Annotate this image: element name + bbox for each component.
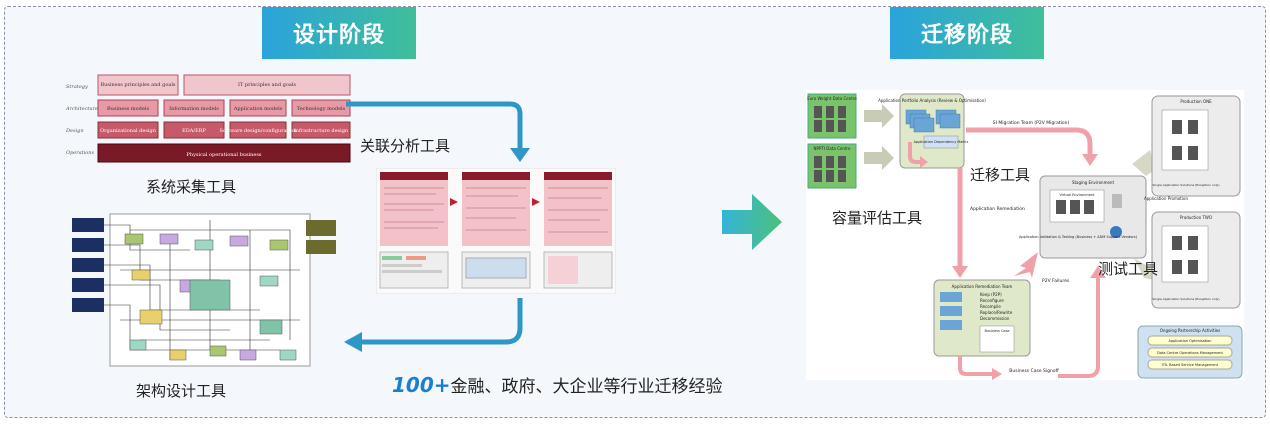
ongoing-item-2: ITIL Based Service Management (1162, 363, 1219, 367)
staging-label: Staging Environment (1072, 180, 1115, 185)
arch-node-5 (72, 298, 104, 312)
experience-text: 金融、政府、大企业等行业迁移经验 (450, 377, 723, 397)
arch-node-4 (72, 278, 104, 292)
ongoing-item-0: Application Optimisation (1168, 339, 1211, 343)
layer-label-operations: Operations (66, 150, 94, 156)
prod-one-label: Production ONE (1180, 99, 1212, 104)
migration-diagram: Euro Weight Data Centre NPPTI Data Centr… (806, 90, 1244, 380)
arch-box-2 (163, 99, 225, 117)
arch-box-3-label: Application models (233, 106, 283, 112)
correlation-panels (376, 168, 616, 294)
virtual-label: Virtual Environment (1060, 193, 1096, 197)
rem-option-1: Reconfigure (980, 298, 1004, 303)
flow-arrow-bottom (344, 298, 523, 352)
business-case-label: Business Case (984, 329, 1009, 333)
arch-box-2-label: Information models (169, 106, 219, 112)
si-label: SI Migration Team (P2V Migration) (993, 120, 1070, 126)
arch-node-1 (72, 218, 104, 232)
rem-option-2: Recompile (980, 304, 1001, 309)
layer-label-architecture: Architecture (65, 106, 98, 112)
layer-label-strategy: Strategy (66, 84, 88, 90)
migration-phase-tag: 迁移阶段 (890, 7, 1044, 59)
architecture-diagram (72, 213, 336, 367)
architecture-design-label: 架构设计工具 (136, 382, 227, 400)
test-tool-label: 测试工具 (1098, 260, 1159, 278)
strategy-box-2 (183, 74, 351, 96)
arch-box-1 (97, 99, 159, 117)
design-box-4 (291, 121, 351, 139)
design-box-4-label: Infrastructure design (294, 128, 349, 134)
user-icon (1110, 226, 1122, 238)
design-box-1-label: Organizational design (100, 128, 157, 134)
promotion-label: Application Promotion (1144, 196, 1188, 201)
big-transition-arrow (722, 194, 782, 250)
ops-box (97, 143, 351, 163)
remediation-label: Application Remediation (970, 206, 1025, 212)
dc2-label: NPPTI Data Centre (814, 146, 851, 151)
arch-node-3 (72, 258, 104, 272)
experience-number: 100+ (392, 373, 451, 397)
design-phase-label: 设计阶段 (292, 23, 385, 48)
strategy-box-1 (97, 74, 179, 96)
arch-olive-2 (306, 240, 336, 254)
apa-label: Application Portfolio Analysis (Review &… (878, 98, 986, 103)
arch-box-3 (229, 99, 287, 117)
prod-two-single: Single Application Solutions (Exception … (1152, 297, 1219, 301)
design-box-3-label: Software design/configuration (220, 128, 298, 134)
prod-one-single: Single Application Solutions (Exception … (1152, 183, 1219, 187)
arch-node-2 (72, 238, 104, 252)
arch-box-4-label: Technology models (297, 106, 346, 112)
flow-arrow-top (346, 101, 530, 162)
validation-label: Application Validation & Testing (Busine… (1019, 235, 1138, 239)
migration-tool-label: 迁移工具 (970, 166, 1031, 184)
experience-caption: 100+金融、政府、大企业等行业迁移经验 (392, 372, 723, 397)
design-box-3 (229, 121, 287, 139)
layer-diagram: Strategy Architecture Design Operations … (65, 74, 351, 163)
strategy-box-2-label: IT principles and goals (238, 82, 296, 88)
apd-label: Application Dependency Matrix (914, 140, 969, 144)
design-phase-tag: 设计阶段 (262, 7, 416, 59)
signoff-label: Business Case Signoff (1009, 368, 1059, 374)
arch-olive-1 (306, 220, 336, 236)
rem-team-label: Application Remediation Team (952, 284, 1013, 289)
migration-phase-label: 迁移阶段 (920, 23, 1013, 48)
rem-option-4: Decommission (980, 316, 1010, 321)
ongoing-label: Ongoing Partnership Activities (1160, 328, 1220, 333)
design-box-2-label: EDA/ERP (182, 128, 206, 134)
layer-label-design: Design (65, 128, 84, 134)
correlation-analysis-label: 关联分析工具 (360, 137, 451, 155)
design-box-1 (97, 121, 159, 139)
design-box-2 (163, 121, 225, 139)
strategy-box-1-label: Business principles and goals (100, 82, 175, 88)
arch-box-4 (291, 99, 351, 117)
capacity-eval-label: 容量评估工具 (832, 209, 923, 227)
dc1-label: Euro Weight Data Centre (807, 96, 857, 101)
rem-option-3: Replace/Rewrite (980, 310, 1013, 315)
ops-box-label: Physical operational business (187, 152, 262, 158)
ongoing-item-1: Data Centre Operations Management (1157, 351, 1223, 355)
arch-box-1-label: Business models (107, 106, 149, 112)
prod-two-label: Production TWO (1180, 215, 1212, 220)
p2v-label: P2V Failures (1042, 278, 1070, 284)
rem-option-0: Keep (P2P) (980, 292, 1002, 297)
system-collection-label: 系统采集工具 (146, 178, 237, 196)
